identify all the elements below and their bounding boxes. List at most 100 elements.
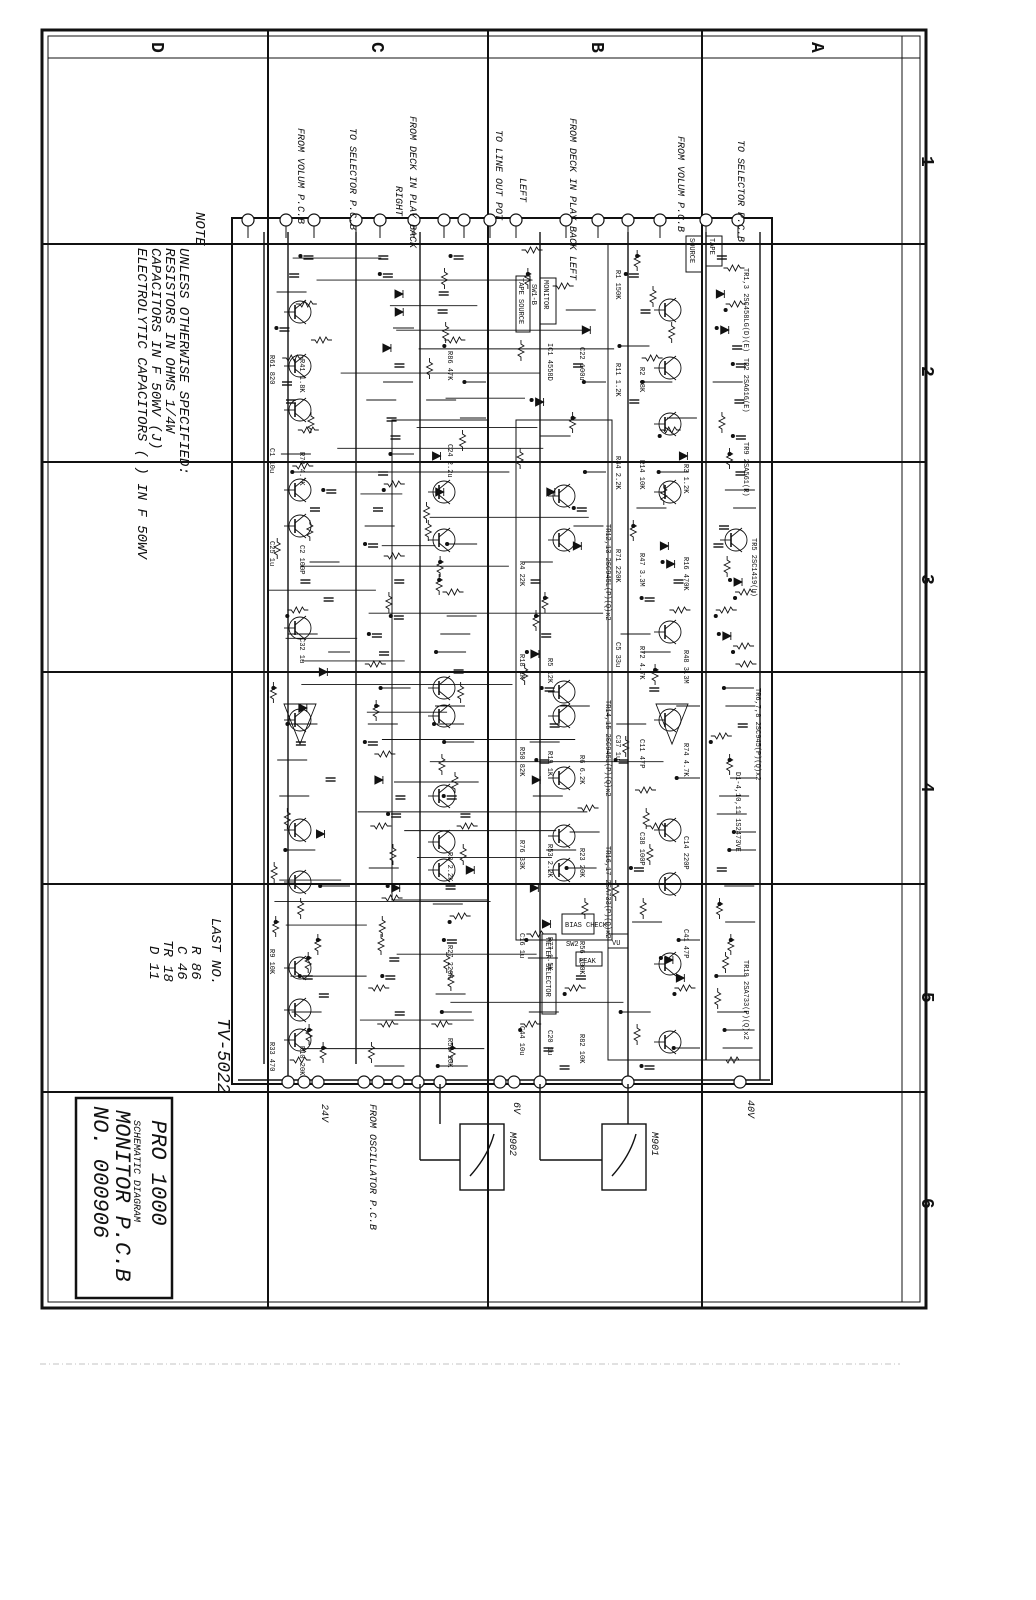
diode-symbol <box>432 451 442 461</box>
label-from-volum: FROM VOLUM P.C.B <box>294 128 305 224</box>
part-value-label: R82 10K <box>577 1034 585 1064</box>
capacitor-symbol <box>325 777 336 782</box>
diode-symbol <box>374 775 384 785</box>
capacitor-symbol <box>378 255 389 260</box>
meter-m901 <box>539 1084 647 1191</box>
resistor-symbol <box>715 605 737 615</box>
capacitor-symbol <box>300 579 311 584</box>
resistor-symbol <box>437 754 446 775</box>
transistor-symbol <box>654 1029 682 1055</box>
part-value-label: R48 3.3M <box>681 650 689 684</box>
resistor-symbol <box>642 808 651 829</box>
terminal-top <box>509 213 523 238</box>
diode-symbol <box>541 919 552 929</box>
capacitor-symbol <box>393 615 404 620</box>
notes-line-2: RESISTORS IN OHMS 1/4W <box>161 248 177 434</box>
capacitor-symbol <box>618 759 629 764</box>
resistor-symbol <box>377 934 386 955</box>
terminal-top <box>559 213 573 238</box>
resistor-symbol <box>442 587 464 597</box>
capacitor-symbol <box>394 363 405 368</box>
switch-tape: TAPE <box>707 238 715 255</box>
diode-symbol <box>722 631 732 641</box>
resistor-symbol <box>444 335 466 345</box>
capacitor-symbol <box>394 1011 405 1016</box>
resistor-symbol <box>422 502 431 523</box>
label-from-deck-right: FROM DECK IN PLAY BACK <box>406 116 417 249</box>
resistor-symbol <box>659 425 681 435</box>
resistor-symbol <box>384 592 393 613</box>
zone-row-2: 2 <box>916 366 936 377</box>
resistor-symbol <box>383 551 405 561</box>
part-value-label: R53 2.2K <box>545 844 553 878</box>
part-value-label: R23 20K <box>577 848 585 878</box>
resistor-symbol <box>367 1042 376 1063</box>
diode-symbol <box>715 289 726 299</box>
switch-bias-check: BIAS CHECK <box>565 922 608 930</box>
part-value-label: C16 1u <box>517 933 525 958</box>
capacitor-symbol <box>734 399 745 404</box>
switch-sw2: SW2 <box>566 941 579 949</box>
resistor-symbol <box>713 988 722 1009</box>
part-value-label: C20 1u <box>545 1030 553 1055</box>
zone-row-3: 3 <box>916 574 936 585</box>
capacitor-symbol <box>640 309 651 314</box>
capacitor-symbol <box>453 255 464 260</box>
resistor-symbol <box>377 1019 399 1029</box>
capacitor-symbol <box>737 723 748 728</box>
capacitor-symbol <box>446 939 457 944</box>
part-value-label: C1 10u <box>267 448 275 473</box>
terminal-bottom <box>507 1075 521 1089</box>
diode-symbol <box>316 829 326 839</box>
terminal-top <box>731 213 745 238</box>
diode-symbol <box>530 649 540 659</box>
capacitor-symbol <box>673 579 684 584</box>
resistor-symbol <box>629 520 638 541</box>
terminal-top <box>407 213 421 238</box>
capacitor-symbol <box>391 813 402 818</box>
terminal-top <box>307 213 321 238</box>
part-value-label: R76 33K <box>517 840 525 870</box>
zone-col-a: A <box>806 42 826 53</box>
tr-note-8: TR14,15 2SC945L(P)(Q)x2 <box>603 700 611 797</box>
part-value-label: C25 1u <box>267 541 275 566</box>
terminal-top <box>437 213 451 238</box>
transistor-symbol <box>284 817 312 843</box>
resistor-symbol <box>282 353 304 363</box>
resistor-symbol <box>540 592 549 613</box>
zone-col-c: C <box>366 42 386 53</box>
tr-note-1: TR1,3 2SC458LG(D)(E) <box>741 268 749 352</box>
title-subtitle: SCHEMATIC DIAGRAM <box>130 1120 141 1223</box>
capacitor-symbol <box>644 597 655 602</box>
transistor-symbol <box>654 871 682 897</box>
resistor-symbol <box>383 479 405 489</box>
resistor-symbol <box>425 358 434 379</box>
capacitor-symbol <box>437 309 448 314</box>
resistor-symbol <box>723 556 732 577</box>
resistor-symbol <box>271 916 280 937</box>
resistor-symbol <box>520 664 529 685</box>
part-number: TV-5022 <box>212 1018 232 1094</box>
part-value-label: R8 2.2K <box>445 852 453 882</box>
terminal-bottom <box>391 1075 405 1089</box>
title-number: NO. 000906 <box>87 1106 112 1238</box>
resistor-symbol <box>306 412 315 433</box>
resistor-symbol <box>297 425 319 435</box>
transistor-symbol <box>284 353 312 379</box>
terminal-bottom <box>733 1075 747 1089</box>
resistor-symbol <box>292 461 314 471</box>
capacitor-symbol <box>539 759 550 764</box>
transistor-symbol <box>548 679 576 705</box>
part-value-label: R19 1K <box>545 751 553 777</box>
capacitor-symbol <box>282 381 293 386</box>
capacitor-symbol <box>576 507 587 512</box>
part-value-label: R3 1.2K <box>681 464 689 494</box>
transistor-symbol <box>654 479 682 505</box>
switch-sw1b: SW1-B <box>529 284 537 305</box>
tr-note-9: TR16,17 2SA733(P)(Q)x2 <box>603 846 611 938</box>
part-value-label: R41 1.8K <box>297 359 305 393</box>
capacitor-symbol <box>446 795 457 800</box>
label-to-selector-top: TO SELECTOR P.C.B <box>734 140 745 242</box>
transistor-symbol <box>428 857 456 883</box>
